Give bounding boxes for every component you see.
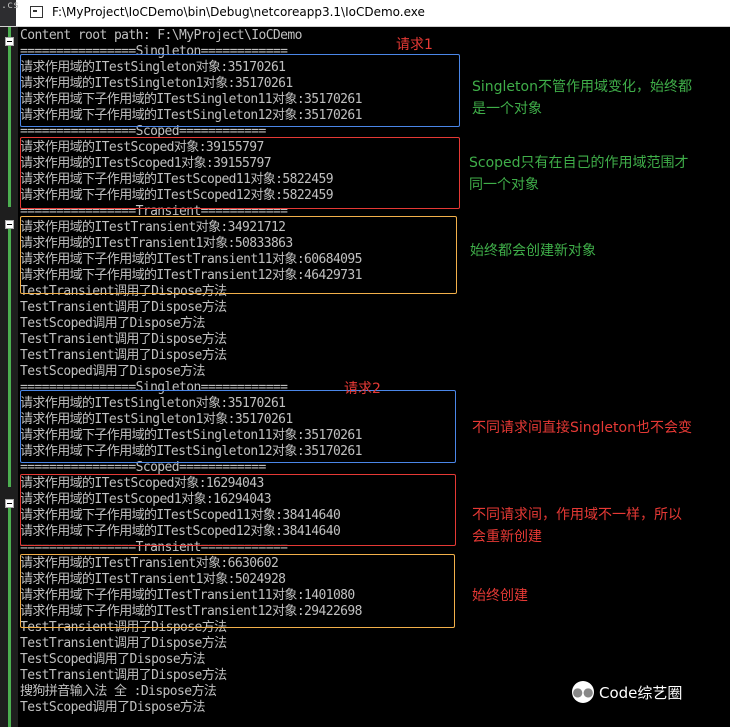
console-line: TestTransient调用了Dispose方法 <box>20 636 227 651</box>
console-line: ================Transient============ <box>20 540 288 555</box>
editor-gutter <box>0 27 18 727</box>
console-line: 请求作用域下子作用域的ITestScoped11对象:38414640 <box>20 508 341 523</box>
console-line: 请求作用域的ITestScoped1对象:39155797 <box>20 156 272 171</box>
watermark-text: Code综艺圈 <box>599 683 683 702</box>
note-line: 是一个对象 <box>472 101 542 117</box>
scoped-note: Scoped只有在自己的作用域范围才 同一个对象 <box>469 152 689 196</box>
singleton-note: Singleton不管作用域变化，始终都 是一个对象 <box>472 76 692 120</box>
console-line: 请求作用域下子作用域的ITestSingleton11对象:35170261 <box>20 428 362 443</box>
console-line: ================Scoped============ <box>20 124 266 139</box>
fold-toggle-icon[interactable] <box>5 499 14 508</box>
console-app-icon <box>30 6 43 18</box>
transient-note: 始终都会创建新对象 <box>470 243 596 259</box>
console-line: TestTransient调用了Dispose方法 <box>20 300 227 315</box>
console-line: 请求作用域下子作用域的ITestSingleton12对象:35170261 <box>20 108 362 123</box>
console-line: TestTransient调用了Dispose方法 <box>20 284 227 299</box>
console-line: 请求作用域下子作用域的ITestScoped12对象:5822459 <box>20 188 334 203</box>
note-line: Scoped只有在自己的作用域范围才 <box>469 155 689 171</box>
console-line: 请求作用域的ITestSingleton1对象:35170261 <box>20 412 293 427</box>
console-line: 请求作用域下子作用域的ITestScoped12对象:38414640 <box>20 524 341 539</box>
console-line: 请求作用域下子作用域的ITestTransient12对象:29422698 <box>20 604 362 619</box>
console-line: TestTransient调用了Dispose方法 <box>20 332 227 347</box>
editor-tab-fragment: .cs <box>0 0 19 26</box>
console-line: 搜狗拼音输入法 全 :Dispose方法 <box>20 684 217 699</box>
singleton-box-2 <box>20 390 456 463</box>
request-2-label: 请求2 <box>344 381 381 397</box>
console-line: 请求作用域下子作用域的ITestTransient11对象:1401080 <box>20 588 355 603</box>
scoped-box-1 <box>20 137 460 209</box>
console-line: 请求作用域的ITestTransient对象:6630602 <box>20 556 279 571</box>
console-line: 请求作用域的ITestTransient1对象:50833863 <box>20 236 293 251</box>
note-line: Singleton不管作用域变化，始终都 <box>472 79 692 95</box>
change-bar <box>8 227 11 487</box>
console-line: TestTransient调用了Dispose方法 <box>20 348 227 363</box>
console-line: TestScoped调用了Dispose方法 <box>20 652 205 667</box>
scoped-request2-note: 不同请求间，作用域不一样，所以 会重新创建 <box>472 504 682 548</box>
singleton-box-1 <box>20 54 460 127</box>
console-line: 请求作用域下子作用域的ITestScoped11对象:5822459 <box>20 172 334 187</box>
window-titlebar[interactable]: .cs F:\MyProject\IoCDemo\bin\Debug\netco… <box>0 0 730 27</box>
wechat-icon: ●● <box>572 681 594 703</box>
change-bar <box>8 27 11 207</box>
console-line: 请求作用域的ITestScoped对象:39155797 <box>20 140 264 155</box>
console-line: Content root path: F:\MyProject\IoCDemo <box>20 28 302 43</box>
console-line: 请求作用域的ITestTransient对象:34921712 <box>20 220 286 235</box>
transient-box-1 <box>20 216 457 294</box>
fold-toggle-icon[interactable] <box>5 37 14 46</box>
console-line: 请求作用域的ITestSingleton对象:35170261 <box>20 396 286 411</box>
console-line: TestTransient调用了Dispose方法 <box>20 668 227 683</box>
note-line: 会重新创建 <box>472 529 542 545</box>
console-line: 请求作用域的ITestSingleton对象:35170261 <box>20 60 286 75</box>
console-line: 请求作用域下子作用域的ITestTransient11对象:60684095 <box>20 252 362 267</box>
change-bar <box>8 507 11 727</box>
console-line: 请求作用域下子作用域的ITestSingleton11对象:35170261 <box>20 92 362 107</box>
console-line: ================Transient============ <box>20 204 288 219</box>
console-line: 请求作用域下子作用域的ITestSingleton12对象:35170261 <box>20 444 362 459</box>
transient-box-2 <box>20 554 455 628</box>
console-line: ================Scoped============ <box>20 460 266 475</box>
note-line: 同一个对象 <box>469 177 539 193</box>
console-line: 请求作用域的ITestScoped对象:16294043 <box>20 476 264 491</box>
console-line: 请求作用域下子作用域的ITestTransient12对象:46429731 <box>20 268 362 283</box>
request-1-label: 请求1 <box>396 37 433 53</box>
console-line: ================Singleton============ <box>20 44 288 59</box>
console-line: TestScoped调用了Dispose方法 <box>20 700 205 715</box>
console-line: 请求作用域的ITestSingleton1对象:35170261 <box>20 76 293 91</box>
fold-toggle-icon[interactable] <box>5 220 14 229</box>
console-line: ================Singleton============ <box>20 380 288 395</box>
console-line: 请求作用域的ITestTransient1对象:5024928 <box>20 572 286 587</box>
scoped-box-2 <box>20 474 456 546</box>
console-line: 请求作用域的ITestScoped1对象:16294043 <box>20 492 272 507</box>
console-line: TestScoped调用了Dispose方法 <box>20 316 205 331</box>
singleton-request2-note: 不同请求间直接Singleton也不会变 <box>472 420 692 436</box>
transient-request2-note: 始终创建 <box>472 588 528 604</box>
watermark: ●● Code综艺圈 <box>572 681 682 703</box>
window-title: F:\MyProject\IoCDemo\bin\Debug\netcoreap… <box>52 5 425 19</box>
console-line: TestScoped调用了Dispose方法 <box>20 364 205 379</box>
note-line: 不同请求间，作用域不一样，所以 <box>472 507 682 523</box>
